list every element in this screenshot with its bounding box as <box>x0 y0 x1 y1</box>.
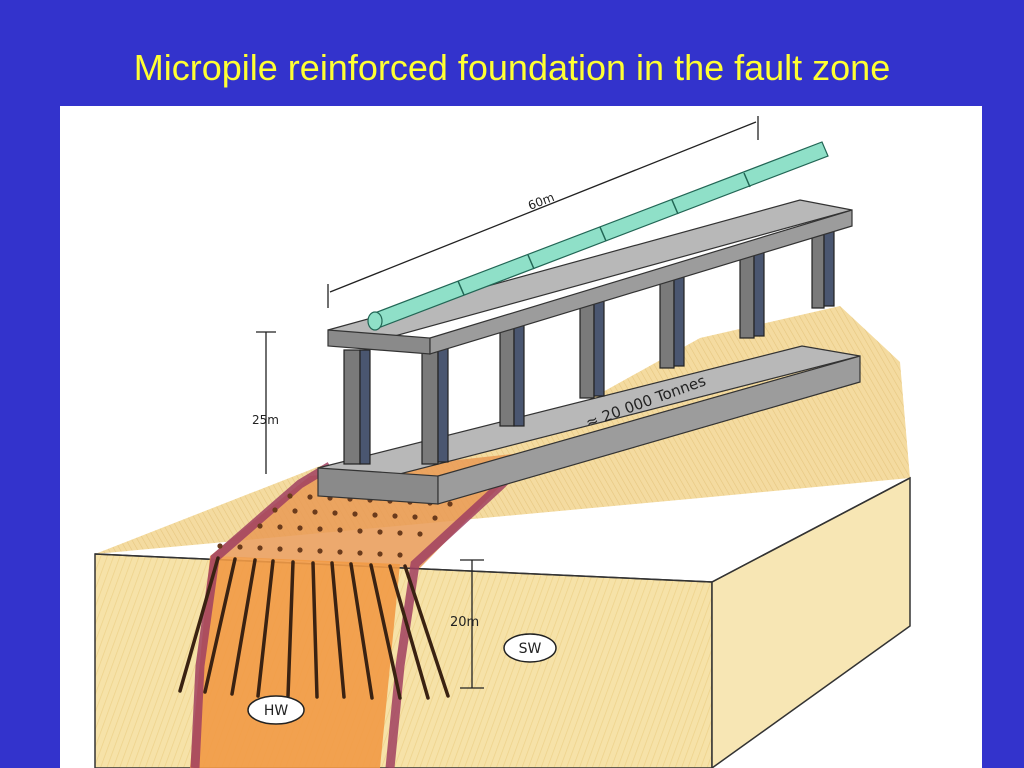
slide-title: Micropile reinforced foundation in the f… <box>133 47 891 88</box>
micropiles-section <box>178 556 450 700</box>
pipe-end <box>367 311 383 331</box>
dim-length <box>327 116 759 308</box>
depth-label: 20m <box>450 615 479 630</box>
dim-depth <box>460 559 484 689</box>
dim-height <box>256 331 276 474</box>
micropile-heads <box>217 493 453 558</box>
hw-ellipse <box>247 695 305 725</box>
hw-label: HW <box>264 703 289 719</box>
foundation-diagram: 20m SW HW <box>94 116 911 768</box>
top-beam-side <box>429 209 853 355</box>
height-label: 25m <box>252 413 279 427</box>
diagram-panel: 20m SW HW <box>60 106 982 768</box>
ground-right-face <box>711 476 911 768</box>
fault-zone-front <box>190 556 400 768</box>
sw-label: SW <box>519 641 542 657</box>
length-label: 60m <box>526 190 556 213</box>
fault-boundary-hw <box>190 462 333 768</box>
top-beam-front <box>327 329 431 355</box>
pipe-joints <box>457 172 751 296</box>
base-slab-side <box>437 355 861 505</box>
sw-ellipse <box>503 633 557 663</box>
